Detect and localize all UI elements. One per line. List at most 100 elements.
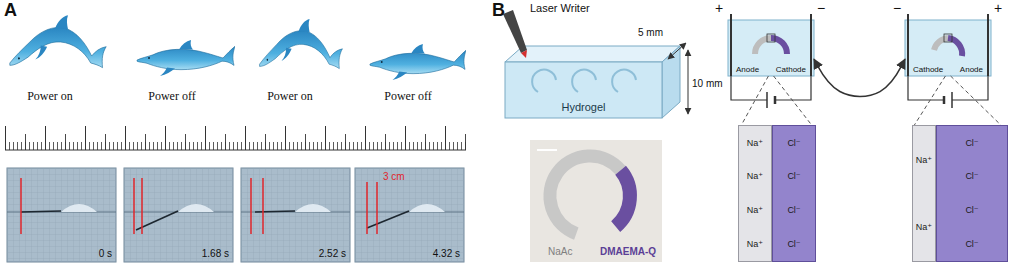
electrolyte-cell-part [774,96,777,104]
electrolyte-cell-part [908,76,944,100]
ion-label: Cl⁻ [787,138,800,148]
photo-frame-part [366,182,368,234]
actuator-photo-part [537,149,557,151]
photo-frame: 1.68 s [124,168,233,262]
polymer-band: Cl⁻ Cl⁻ Cl⁻ Cl⁻ [772,125,816,262]
panel-letter: A [4,1,17,21]
zoom-line [914,76,945,125]
electrolyte-cell-part [907,14,909,76]
panel-letter: B [492,1,505,21]
state-label: Power on [27,90,73,103]
electrolyte-cell-part [934,38,948,50]
electrolyte-cell-part [767,34,775,42]
state-label: Power on [267,90,313,103]
node-text: 1.68 s [202,248,229,260]
ion-label: Cl⁻ [787,239,800,249]
electrolyte-cell-part [728,20,814,76]
dimension-arrow-part [688,50,689,114]
node-text: NaAc [548,246,572,258]
electrolyte-cell-part [905,20,991,76]
node-text: 0 s [99,248,112,260]
ion-label: Cl⁻ [965,205,978,215]
cycle-arrow [814,59,905,96]
node-text: Cathode [913,65,943,74]
node-text: Hydrogel [561,101,605,114]
state-label: Power off [148,90,195,103]
hydrogel-block: Hydrogel [505,62,662,118]
photo-frame-part [376,182,378,234]
ion-label: Cl⁻ [965,138,978,148]
zoom-line [951,76,1001,125]
photo-frame-part [7,168,116,262]
photo-frame: 3 cm 4.32 s [355,168,464,262]
electrolyte-cell [905,14,991,108]
actuator-photo [530,140,662,262]
photo-frame-part [141,178,143,234]
photo-frame-part [241,168,350,262]
photo-frame-part [61,204,97,212]
device-label: Laser Writer [530,2,590,14]
hydrogel-block-part [572,70,596,92]
laser-pen-part [521,50,527,58]
laser-pen-part [503,10,527,53]
node-text: Anode [960,65,983,74]
photo-frame [355,168,464,262]
electrolyte-cell-part [952,76,988,100]
ion-label: Cl⁻ [965,239,978,249]
photo-frame: 2.52 s [241,168,350,262]
ion-label: Na⁺ [747,205,763,215]
hydrogel-block [505,46,680,118]
electrolyte-cell-part [943,96,946,104]
photo-frame-part [133,178,135,234]
photo-frame-part [124,168,233,262]
photo-frame-part [367,211,409,228]
electrolyte-cell-part [810,14,812,76]
photo-frame [124,168,233,262]
actuator-photo-part [530,140,662,262]
polarity-sign: − [893,1,901,16]
photo-frame-part [178,204,214,212]
electrolyte-cell-part [766,92,768,108]
photo-frame-part [124,168,233,262]
polarity-sign: + [994,1,1002,16]
photo-frame [241,168,350,262]
electrolyte-cell-part [775,76,811,100]
electrolyte-cell-part [731,76,767,100]
dimension-label: 10 mm [692,78,723,89]
photo-frame-part [262,178,264,234]
electrolyte-cell-part [987,14,989,76]
ion-label: Na⁺ [747,171,763,181]
photo-frame-part [21,211,61,212]
node-text: 4.32 s [433,248,460,260]
polymer-band: Na⁺Na⁺Na⁺Na⁺ [738,125,772,262]
laser-pen [503,10,527,58]
actuator-photo-part [550,156,621,234]
polarity-sign: + [715,1,723,16]
node-text: 3 cm [383,171,405,183]
zoom-line [774,76,812,125]
electrolyte-cell-part [730,14,732,76]
electrolyte-cell-part [771,38,787,54]
photo-frame-part [255,211,295,212]
ion-label: Na⁺ [916,155,932,165]
hydrogel-block-part [505,62,662,118]
photo-frame: 0 s [7,168,116,262]
hydrogel-block-part [532,70,556,92]
dolphin-flat [370,44,466,80]
node-text: DMAEMA-Q [600,246,656,258]
electrolyte-cell: AnodeCathode [728,20,814,76]
ion-label: Cl⁻ [787,205,800,215]
photo-frame-part [250,178,252,234]
ion-label: Cl⁻ [787,171,800,181]
electrolyte-cell [728,14,814,108]
photo-frame-part [409,204,445,212]
photo-frame-part [295,204,331,212]
electrolyte-cell-part [755,38,771,54]
electrolyte-cell-part [944,34,952,42]
actuator-photo: NaAc DMAEMA-Q [530,140,662,262]
